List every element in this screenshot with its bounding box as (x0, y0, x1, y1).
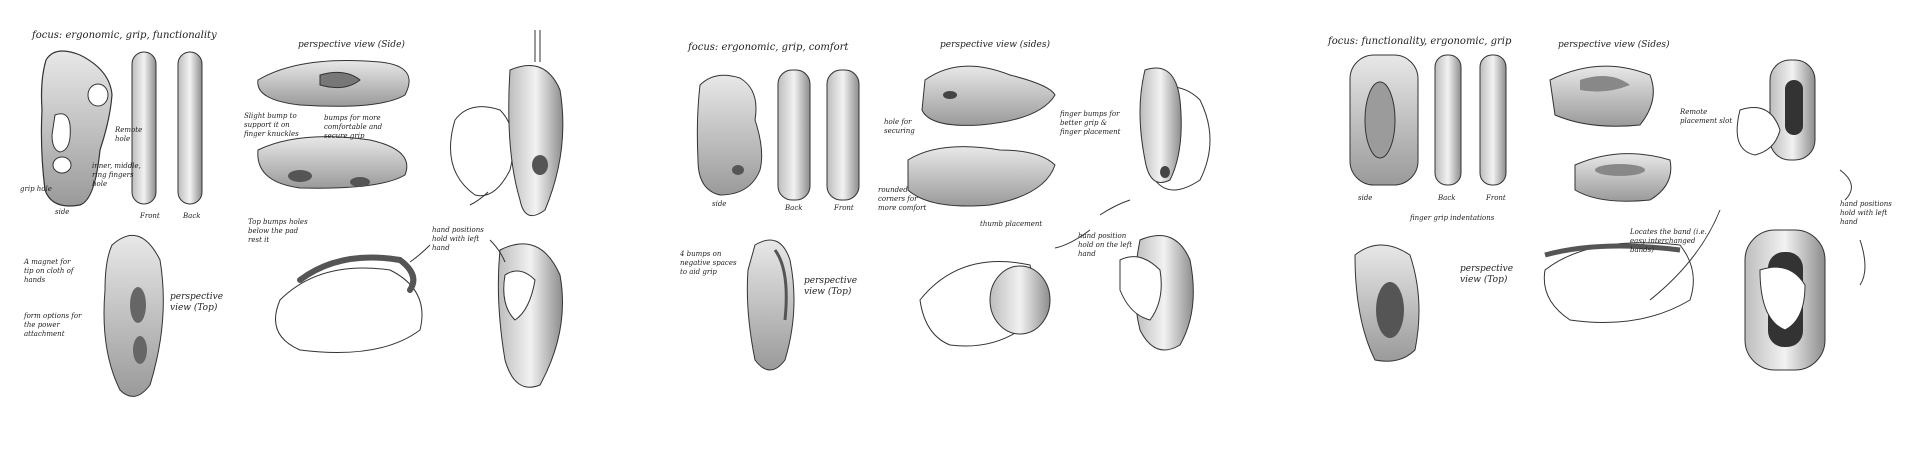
perspective-side-lower (257, 136, 408, 189)
perspective-side-upper (1549, 65, 1654, 127)
panel-3-hand-positions-label: hand positions hold with left hand (1840, 200, 1892, 226)
panel-3-remote-placement-label: Remote placement slot (1680, 108, 1733, 125)
panel-1-top-bumps-label: Top bumps holes below the pad rest it (248, 218, 308, 244)
device-front-view (1479, 54, 1507, 186)
perspective-side-upper (921, 65, 1056, 126)
device-front-view (826, 69, 860, 201)
panel-2-back-label: Back (785, 204, 803, 212)
device-in-hand-upper (508, 65, 564, 217)
panel-1-focus: focus: ergonomic, grip, functionality (32, 30, 217, 41)
panel-1-grip-hole-label: grip hole (20, 185, 52, 193)
panel-3-back-label: Back (1438, 194, 1456, 202)
device-back-view (1434, 54, 1462, 186)
arrow-1 (1054, 229, 1091, 249)
panel-1-side-label: side (55, 208, 70, 216)
panel-1-perspective-side-label: perspective view (Side) (298, 40, 405, 50)
concept-panel-2: focus: ergonomic, grip, comfort perspect… (660, 0, 1300, 452)
arrow-to-lower-hand (489, 239, 506, 263)
grip-hole (52, 156, 72, 174)
hand-on-device-middle (275, 267, 423, 353)
panel-1-remote-hole-label: Remote hole (115, 126, 143, 143)
panel-3-focus: focus: functionality, ergonomic, grip (1328, 36, 1512, 47)
panel-1-perspective-top-label: perspective view (Top) (170, 292, 224, 313)
panel-2-rounded-corners-label: rounded corners for more comfort (878, 186, 927, 212)
device-in-hand-middle (989, 265, 1051, 335)
panel-1-inner-handle-label: inner, middle, ring fingers hole (92, 162, 141, 188)
panel-3-sketches (1349, 54, 1866, 371)
device-front-view (131, 51, 157, 205)
panel-3-finger-grip-label: finger grip indentations (1410, 214, 1495, 222)
finger-hole (51, 113, 71, 153)
arrow-to-upper-hand (469, 191, 489, 206)
finger-grip-indentations (1364, 81, 1396, 159)
hand-holding-device-upper (450, 106, 514, 197)
arrow-to-middle-hand (409, 244, 431, 263)
panel-2-hole-securing-label: hole for securing (884, 118, 915, 135)
panel-3-front-label: Front (1486, 194, 1506, 202)
panel-2-focus: focus: ergonomic, grip, comfort (688, 42, 849, 53)
arrow-1 (1649, 209, 1721, 301)
panel-3-perspective-top-label: perspective view (Top) (1460, 264, 1514, 285)
panel-3-locates-band-label: Locates the band (i.e. easy interchanged… (1630, 228, 1707, 254)
panel-1-magnet-label: A magnet for tip on cloth of hands (24, 258, 74, 284)
concept-panel-3: focus: functionality, ergonomic, grip pe… (1300, 0, 1920, 452)
panel-1-bumps-comfortable-label: bumps for more comfortable and secure gr… (324, 114, 383, 140)
device-in-hand-upper (1139, 67, 1182, 183)
hand-holding-device-upper (1736, 107, 1781, 156)
device-side-view (696, 74, 763, 196)
panel-2-thumb-placement-label: thumb placement (980, 220, 1043, 228)
panel-1-front-label: Front (140, 212, 160, 220)
panel-2-perspective-top-label: perspective view (Top) (804, 276, 858, 297)
panel-2-finger-bumps-label: finger bumps for better grip & finger pl… (1060, 110, 1121, 136)
panel-1-sketches (40, 30, 564, 397)
remote-hole (87, 83, 109, 107)
device-back-view (777, 69, 811, 201)
panel-2-perspective-sides-label: perspective view (sides) (940, 40, 1050, 50)
arrow-2 (1099, 199, 1131, 216)
arrow-3 (1859, 239, 1866, 286)
panel-2-sketches (696, 65, 1211, 371)
arrow-2 (1839, 169, 1852, 201)
device-back-view (177, 51, 203, 205)
device-in-hand-lower (497, 243, 563, 388)
perspective-side-lower (1574, 153, 1672, 202)
perspective-side-lower (907, 146, 1056, 207)
panel-1-slight-bump-label: Slight bump to support it on finger knuc… (244, 112, 299, 138)
panel-2-front-label: Front (834, 204, 854, 212)
concept-panel-1: focus: ergonomic, grip, functionality pe… (0, 0, 660, 452)
panel-2-hand-positions-label: hand position hold on the left hand (1078, 232, 1133, 258)
panel-3-perspective-sides-label: perspective view (Sides) (1558, 40, 1670, 50)
panel-3-side-label: side (1358, 194, 1373, 202)
perspective-top-device (746, 239, 795, 371)
panel-2-bumps-negative-label: 4 bumps on negative spaces to aid grip (680, 250, 737, 276)
panel-2-side-label: side (712, 200, 727, 208)
panel-1-form-options-label: form options for the power attachment (24, 312, 82, 338)
panel-1-hand-positions-label: hand positions hold with left hand (432, 226, 484, 252)
panel-1-back-label: Back (183, 212, 201, 220)
